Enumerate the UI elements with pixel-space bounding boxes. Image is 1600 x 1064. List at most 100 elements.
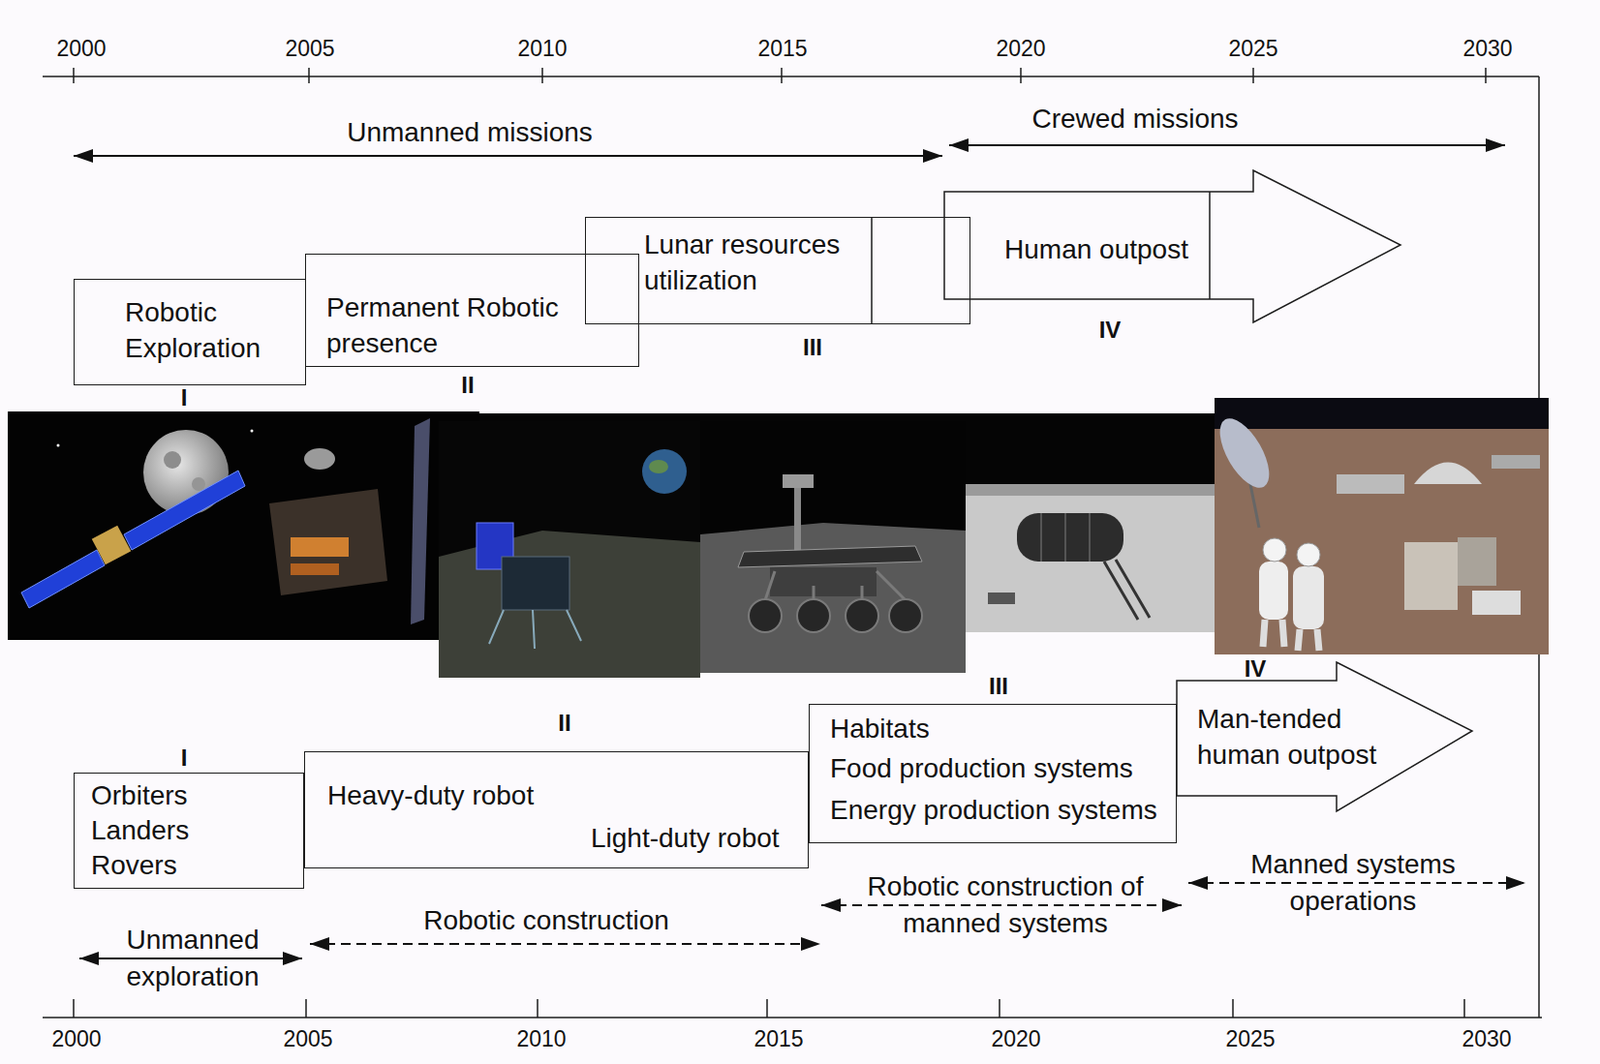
node-text: Lunar resources utilization [644, 226, 873, 299]
year-label: 2000 [51, 1024, 101, 1054]
box-divider [1208, 191, 1211, 300]
label-wrap: Unmanned exploration [110, 922, 276, 996]
earth [642, 449, 687, 494]
habitat-ladder [1104, 559, 1150, 620]
rover-wheel [889, 599, 923, 633]
label-wrap: IV [1244, 653, 1267, 684]
node-text: Human outpost [1004, 231, 1189, 268]
text-wrap: Rovers [91, 847, 285, 884]
spacecraft-window [290, 563, 339, 576]
satellite-body [92, 525, 132, 566]
label-wrap: II [461, 369, 474, 400]
node-text: Orbiters [91, 777, 188, 814]
rover-camera [782, 474, 814, 489]
axis-tick [307, 67, 310, 84]
span-arrow [949, 144, 1506, 147]
phase-arrow: Human outpost [944, 170, 1401, 323]
solar-panel [21, 550, 105, 609]
label-wrap: 2020 [995, 33, 1046, 63]
rover-wheel [845, 599, 879, 633]
dashed-span-arrow [1188, 882, 1526, 885]
lunar-ground [965, 484, 1215, 633]
axis-tick [541, 67, 544, 84]
lander-body [501, 556, 570, 611]
year-label: 2025 [1228, 33, 1278, 63]
year-label: 2020 [990, 1024, 1041, 1054]
label-wrap: Robotic construction [423, 903, 670, 939]
node-text: Habitats [830, 710, 930, 747]
label-wrap: III [802, 332, 823, 363]
year-label: 2025 [1225, 1024, 1275, 1054]
phase-numeral: II [461, 369, 474, 400]
phase-box: HabitatsFood production systemsEnergy pr… [808, 704, 1177, 844]
antenna-panel [410, 418, 431, 625]
small-rover [987, 592, 1016, 605]
label-wrap: 2025 [1225, 1024, 1275, 1054]
time-axis [42, 1016, 1542, 1019]
label-wrap: IV [1099, 314, 1122, 345]
astronaut [1259, 561, 1289, 620]
antenna-dish [1209, 410, 1279, 495]
sky [1214, 398, 1549, 430]
node-text: Food production systems [830, 750, 1134, 787]
label-wrap: 2000 [56, 33, 106, 63]
node-text: Heavy-duty robot [327, 777, 534, 814]
asteroid [304, 448, 336, 470]
supply-crate [1457, 537, 1497, 586]
span-label: Unmanned missions [346, 115, 593, 151]
year-label: 2010 [517, 33, 567, 63]
span-label: Crewed missions [1031, 101, 1238, 137]
axis-tick [1019, 67, 1022, 84]
star [57, 444, 61, 448]
phase-numeral: III [988, 671, 1009, 702]
star [250, 430, 254, 433]
text-wrap: Human outpost [994, 231, 1199, 268]
outpost-building [1336, 474, 1405, 494]
text-wrap: Energy production systems [830, 792, 1170, 829]
text-wrap: Habitats [830, 710, 1170, 747]
astronaut [1292, 566, 1324, 630]
label-wrap: III [988, 671, 1009, 702]
label-wrap: I [181, 382, 188, 413]
outpost-illustration [1209, 398, 1549, 655]
label-wrap: 2010 [516, 1024, 566, 1054]
space-background [700, 421, 966, 674]
text-wrap: Light-duty robot [590, 820, 800, 857]
axis-tick [72, 67, 75, 84]
node-text: Man-tended human outpost [1197, 701, 1391, 773]
label-wrap: 2030 [1461, 1024, 1511, 1054]
astronaut-helmet [1296, 543, 1321, 567]
year-label: 2015 [757, 33, 807, 63]
axis-tick [536, 999, 539, 1018]
phase-box: Lunar resources utilization [584, 216, 971, 325]
rover-illustration [700, 421, 966, 674]
rover-wheel [797, 599, 831, 633]
time-axis [42, 75, 1539, 78]
label-wrap: 2020 [990, 1024, 1041, 1054]
label-wrap: Crewed missions [1031, 101, 1238, 137]
span-label: Robotic construction [423, 903, 670, 939]
year-label: 2030 [1461, 1024, 1511, 1054]
text-wrap: Robotic Exploration [124, 294, 295, 367]
outpost-rover [1472, 590, 1521, 616]
year-label: 2015 [753, 1024, 803, 1054]
label-wrap: 2005 [284, 33, 335, 63]
year-label: 2000 [56, 33, 106, 63]
axis-tick [998, 999, 1001, 1018]
habitat-ribs [1041, 513, 1090, 562]
outpost-building [1491, 455, 1540, 469]
label-wrap: 2005 [282, 1024, 333, 1054]
lunar-ground [1214, 398, 1549, 655]
span-label: Unmanned exploration [110, 922, 276, 996]
habitat-module [1016, 513, 1124, 562]
space-background [438, 421, 701, 678]
label-wrap: 2015 [757, 33, 807, 63]
astronaut-legs [1262, 619, 1320, 651]
phase-numeral: IV [1244, 653, 1267, 684]
label-wrap: Manned systems operations [1241, 846, 1465, 921]
label-wrap: 2010 [517, 33, 567, 63]
arrow-shape [944, 170, 1401, 323]
axis-tick [72, 999, 75, 1018]
dashed-span-arrow [821, 904, 1182, 907]
